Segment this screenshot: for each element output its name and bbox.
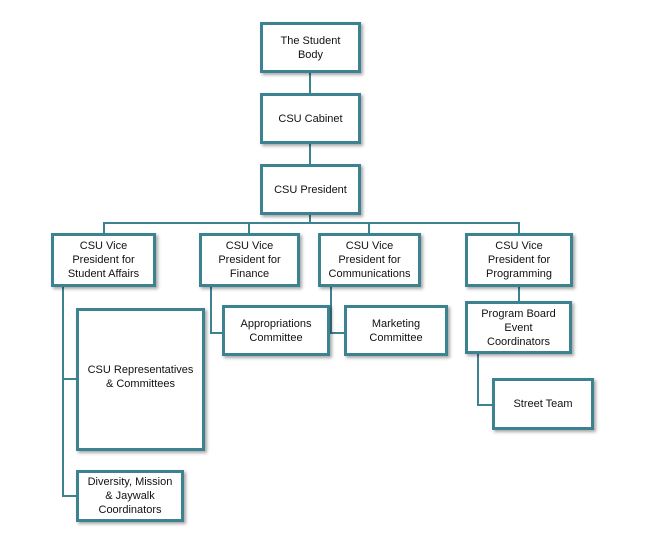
- connector-student-affairs-trunk: [62, 286, 64, 497]
- node-vp-finance: CSU Vice President for Finance: [199, 233, 300, 287]
- node-csu-president: CSU President: [260, 164, 361, 215]
- connector-to-appropriations: [210, 332, 222, 334]
- connector-to-street-team: [477, 404, 492, 406]
- connector-vp-bus: [103, 222, 520, 224]
- node-vp-communications: CSU Vice President for Communications: [318, 233, 421, 287]
- connector-bus-vp-communications: [368, 222, 370, 234]
- node-student-body: The Student Body: [260, 22, 361, 73]
- connector-board-trunk: [477, 353, 479, 406]
- node-diversity: Diversity, Mission & Jaywalk Coordinator…: [76, 470, 184, 522]
- connector-to-representatives: [62, 378, 76, 380]
- connector-president-bus: [309, 214, 311, 223]
- connector-to-diversity: [62, 495, 76, 497]
- node-vp-programming: CSU Vice President for Programming: [465, 233, 573, 287]
- node-marketing: Marketing Committee: [344, 305, 448, 356]
- connector-bus-vp-programming: [518, 222, 520, 234]
- connector-cabinet-president: [309, 143, 311, 164]
- node-csu-cabinet: CSU Cabinet: [260, 93, 361, 144]
- connector-communications-trunk: [330, 286, 332, 334]
- connector-finance-trunk: [210, 286, 212, 334]
- node-representatives: CSU Representatives & Committees: [76, 308, 205, 451]
- connector-to-marketing: [330, 332, 344, 334]
- connector-bus-vp-finance: [248, 222, 250, 234]
- connector-programming-to-board: [518, 286, 520, 302]
- node-program-board: Program Board Event Coordinators: [465, 301, 572, 354]
- connector-body-cabinet: [309, 72, 311, 93]
- node-appropriations: Appropriations Committee: [222, 305, 330, 356]
- node-vp-student-affairs: CSU Vice President for Student Affairs: [51, 233, 156, 287]
- connector-bus-vp-student-affairs: [103, 222, 105, 234]
- node-street-team: Street Team: [492, 378, 594, 430]
